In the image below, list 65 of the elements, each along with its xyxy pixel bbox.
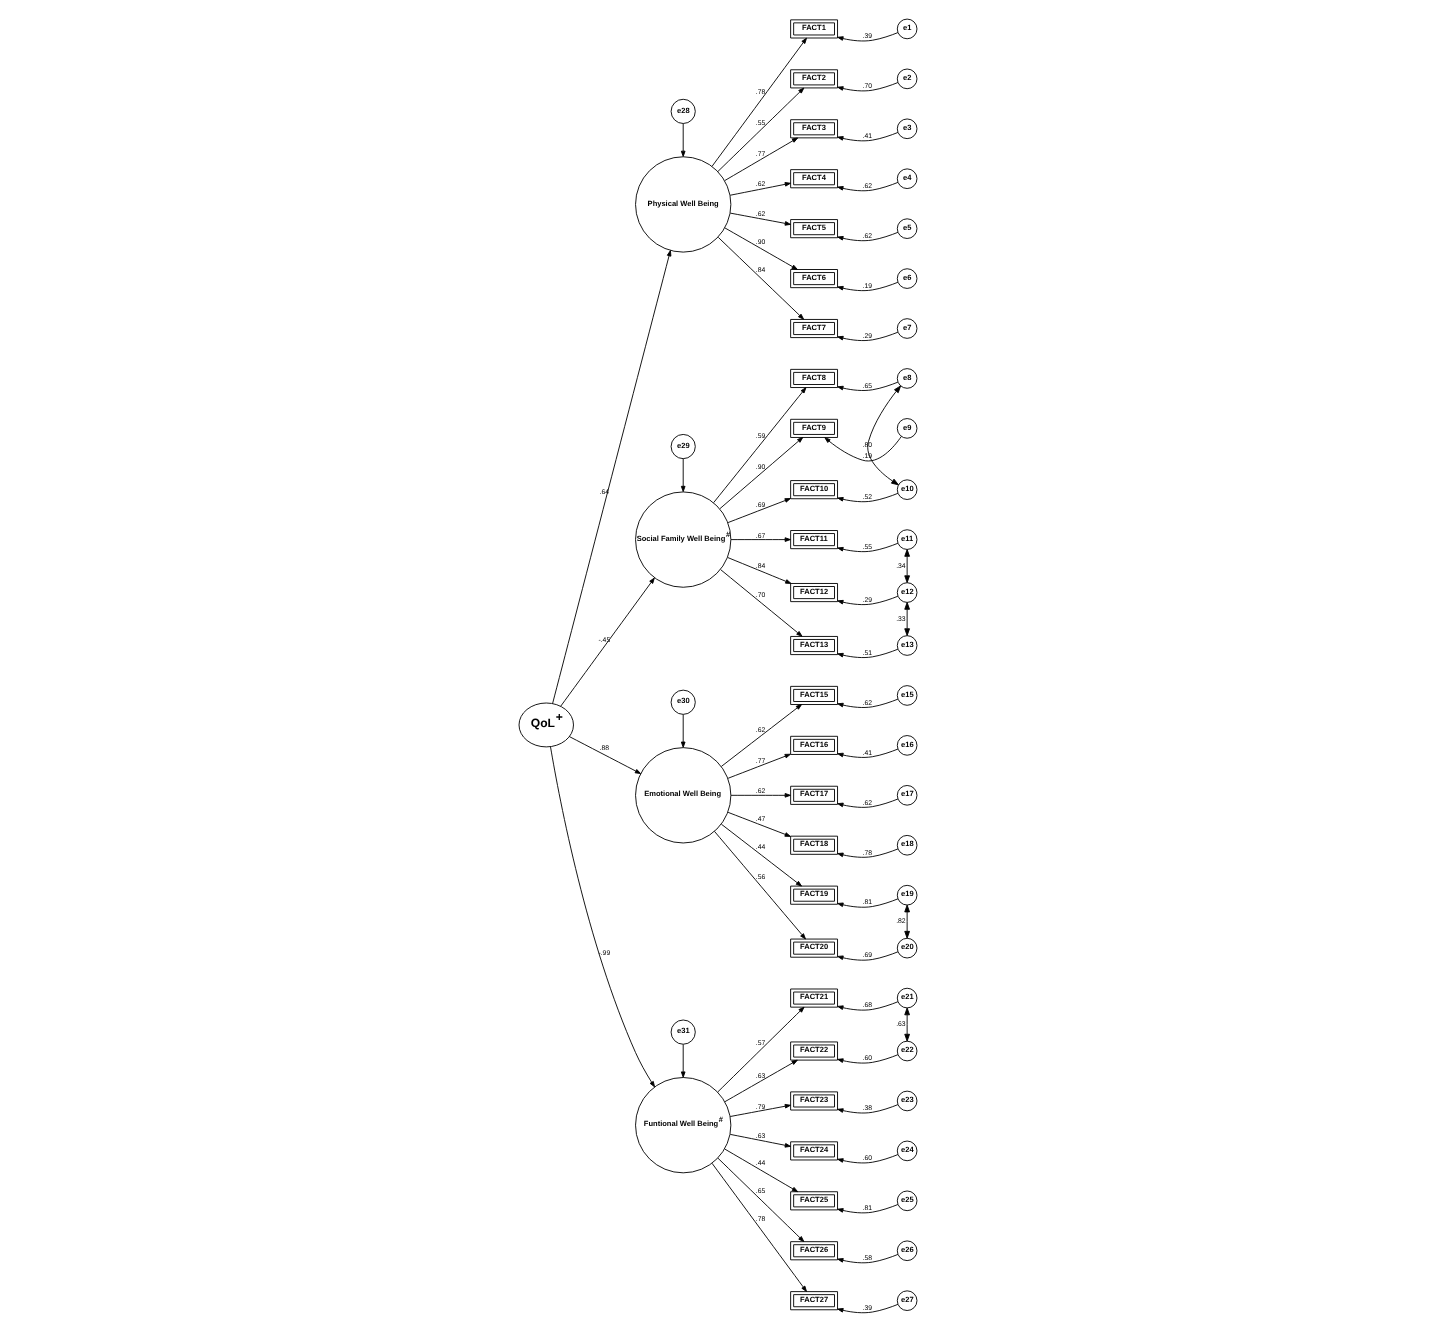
arrow — [836, 1104, 898, 1114]
arrow — [551, 250, 671, 705]
arrow — [836, 1054, 898, 1064]
arrow — [836, 381, 898, 391]
arrow — [903, 1007, 909, 1042]
arrow — [723, 227, 797, 270]
arrow — [567, 736, 641, 775]
arrow — [836, 898, 898, 908]
arrow — [723, 137, 798, 181]
arrow — [723, 1148, 798, 1193]
arrow — [836, 798, 898, 808]
arrow — [836, 951, 898, 961]
arrow — [710, 1162, 806, 1292]
arrow — [729, 793, 790, 798]
arrow — [836, 32, 898, 42]
arrow — [836, 492, 898, 503]
arrow — [836, 595, 898, 606]
arrow — [866, 385, 901, 486]
arrow — [559, 577, 654, 707]
arrow — [716, 236, 804, 320]
arrow — [713, 830, 805, 940]
arrow — [726, 811, 790, 837]
arrow — [836, 542, 898, 553]
arrow — [903, 904, 909, 939]
arrow — [836, 848, 898, 858]
arrow — [726, 753, 790, 779]
arrow — [723, 1059, 797, 1103]
arrow — [836, 1001, 898, 1011]
arrow — [836, 1254, 898, 1264]
arrow — [836, 1204, 898, 1214]
arrow — [729, 537, 790, 542]
arrow — [836, 648, 898, 659]
arrow — [836, 1303, 898, 1314]
arrow — [836, 331, 898, 342]
arrow — [836, 748, 898, 758]
arrow — [716, 87, 804, 172]
arrow — [836, 281, 898, 292]
arrow — [719, 823, 801, 887]
arrow — [836, 1154, 898, 1164]
arrow — [718, 437, 803, 510]
arrow — [726, 498, 790, 523]
arrow — [823, 435, 901, 462]
arrow — [836, 82, 898, 92]
arrow — [728, 1103, 790, 1117]
arrow — [728, 212, 790, 226]
arrow — [712, 387, 806, 504]
arrow — [679, 714, 685, 748]
arrow — [903, 602, 909, 636]
arrow — [549, 746, 654, 1088]
arrow — [679, 1044, 685, 1078]
arrow — [710, 37, 806, 167]
arrow — [719, 569, 802, 637]
arrow — [726, 557, 791, 584]
arrow — [679, 123, 685, 157]
arrow — [728, 182, 790, 196]
arrow — [836, 132, 898, 142]
arrow — [719, 704, 801, 767]
arrow — [903, 549, 909, 584]
arrow — [836, 181, 898, 192]
arrow — [836, 698, 898, 708]
arrow — [728, 1133, 790, 1148]
arrow — [836, 231, 898, 242]
arrow — [716, 1157, 804, 1242]
arrow — [716, 1006, 804, 1093]
arrow — [679, 458, 685, 493]
